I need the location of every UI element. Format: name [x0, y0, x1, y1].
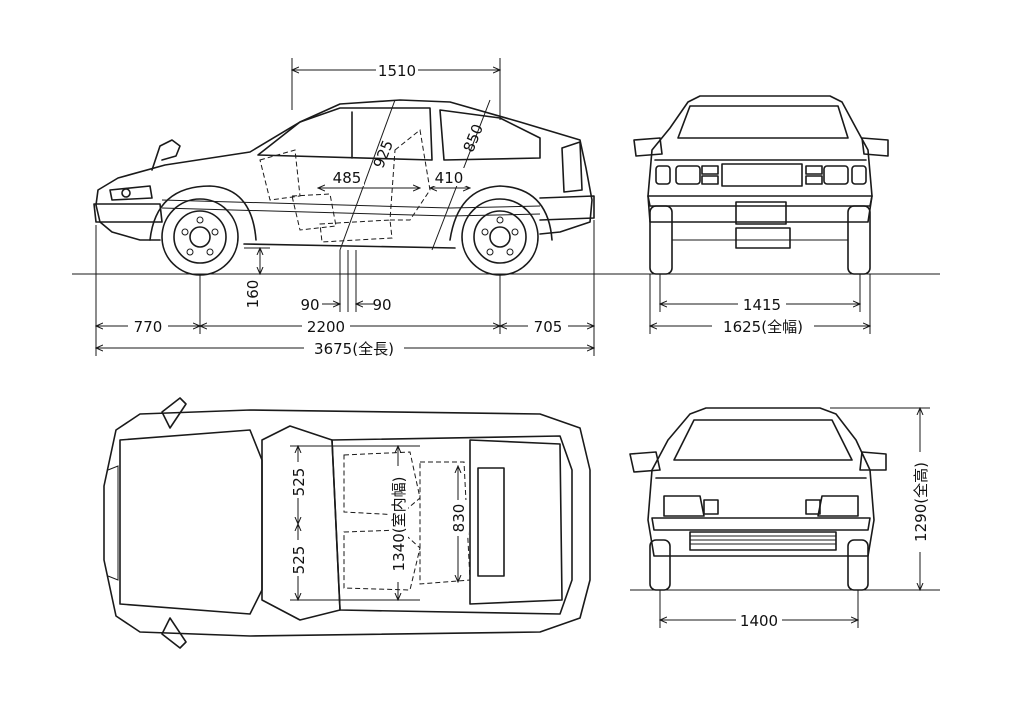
rear-view [633, 95, 889, 334]
dim-overall-length: 3675(全長) [314, 340, 394, 358]
dim-wheelbase: 2200 [307, 318, 345, 336]
dim-rear-track: 1415 [743, 296, 781, 314]
dim-seat-offset-right: 90 [372, 296, 391, 314]
dim-front-seat-width: 525 [290, 468, 308, 497]
dim-rear-overhang: 705 [534, 318, 563, 336]
top-view [103, 397, 591, 649]
rear-wheel-side [461, 198, 539, 276]
front-view [629, 408, 940, 628]
front-wheel-side [161, 198, 239, 276]
dim-seat-410: 410 [435, 169, 464, 187]
dim-front-diag: 925 [370, 137, 397, 170]
side-view [72, 58, 940, 356]
dim-interior-830: 830 [450, 504, 468, 533]
dim-rear-diag: 850 [460, 121, 487, 154]
dim-seat-offset-left: 90 [300, 296, 319, 314]
dim-front-track: 1400 [740, 612, 778, 630]
dim-front-overhang: 770 [134, 318, 163, 336]
dimension-labels: 1510 925 850 485 410 160 90 90 770 2200 … [128, 61, 930, 630]
dim-ground-clearance: 160 [244, 280, 262, 309]
dim-rear-seat-width: 525 [290, 546, 308, 575]
dim-overall-width: 1625(全幅) [723, 318, 803, 336]
dim-interior-width: 1340(室内幅) [390, 477, 408, 572]
dim-overall-height: 1290(全高) [912, 462, 930, 542]
dim-roof-length: 1510 [378, 62, 416, 80]
dim-seat-485: 485 [333, 169, 362, 187]
